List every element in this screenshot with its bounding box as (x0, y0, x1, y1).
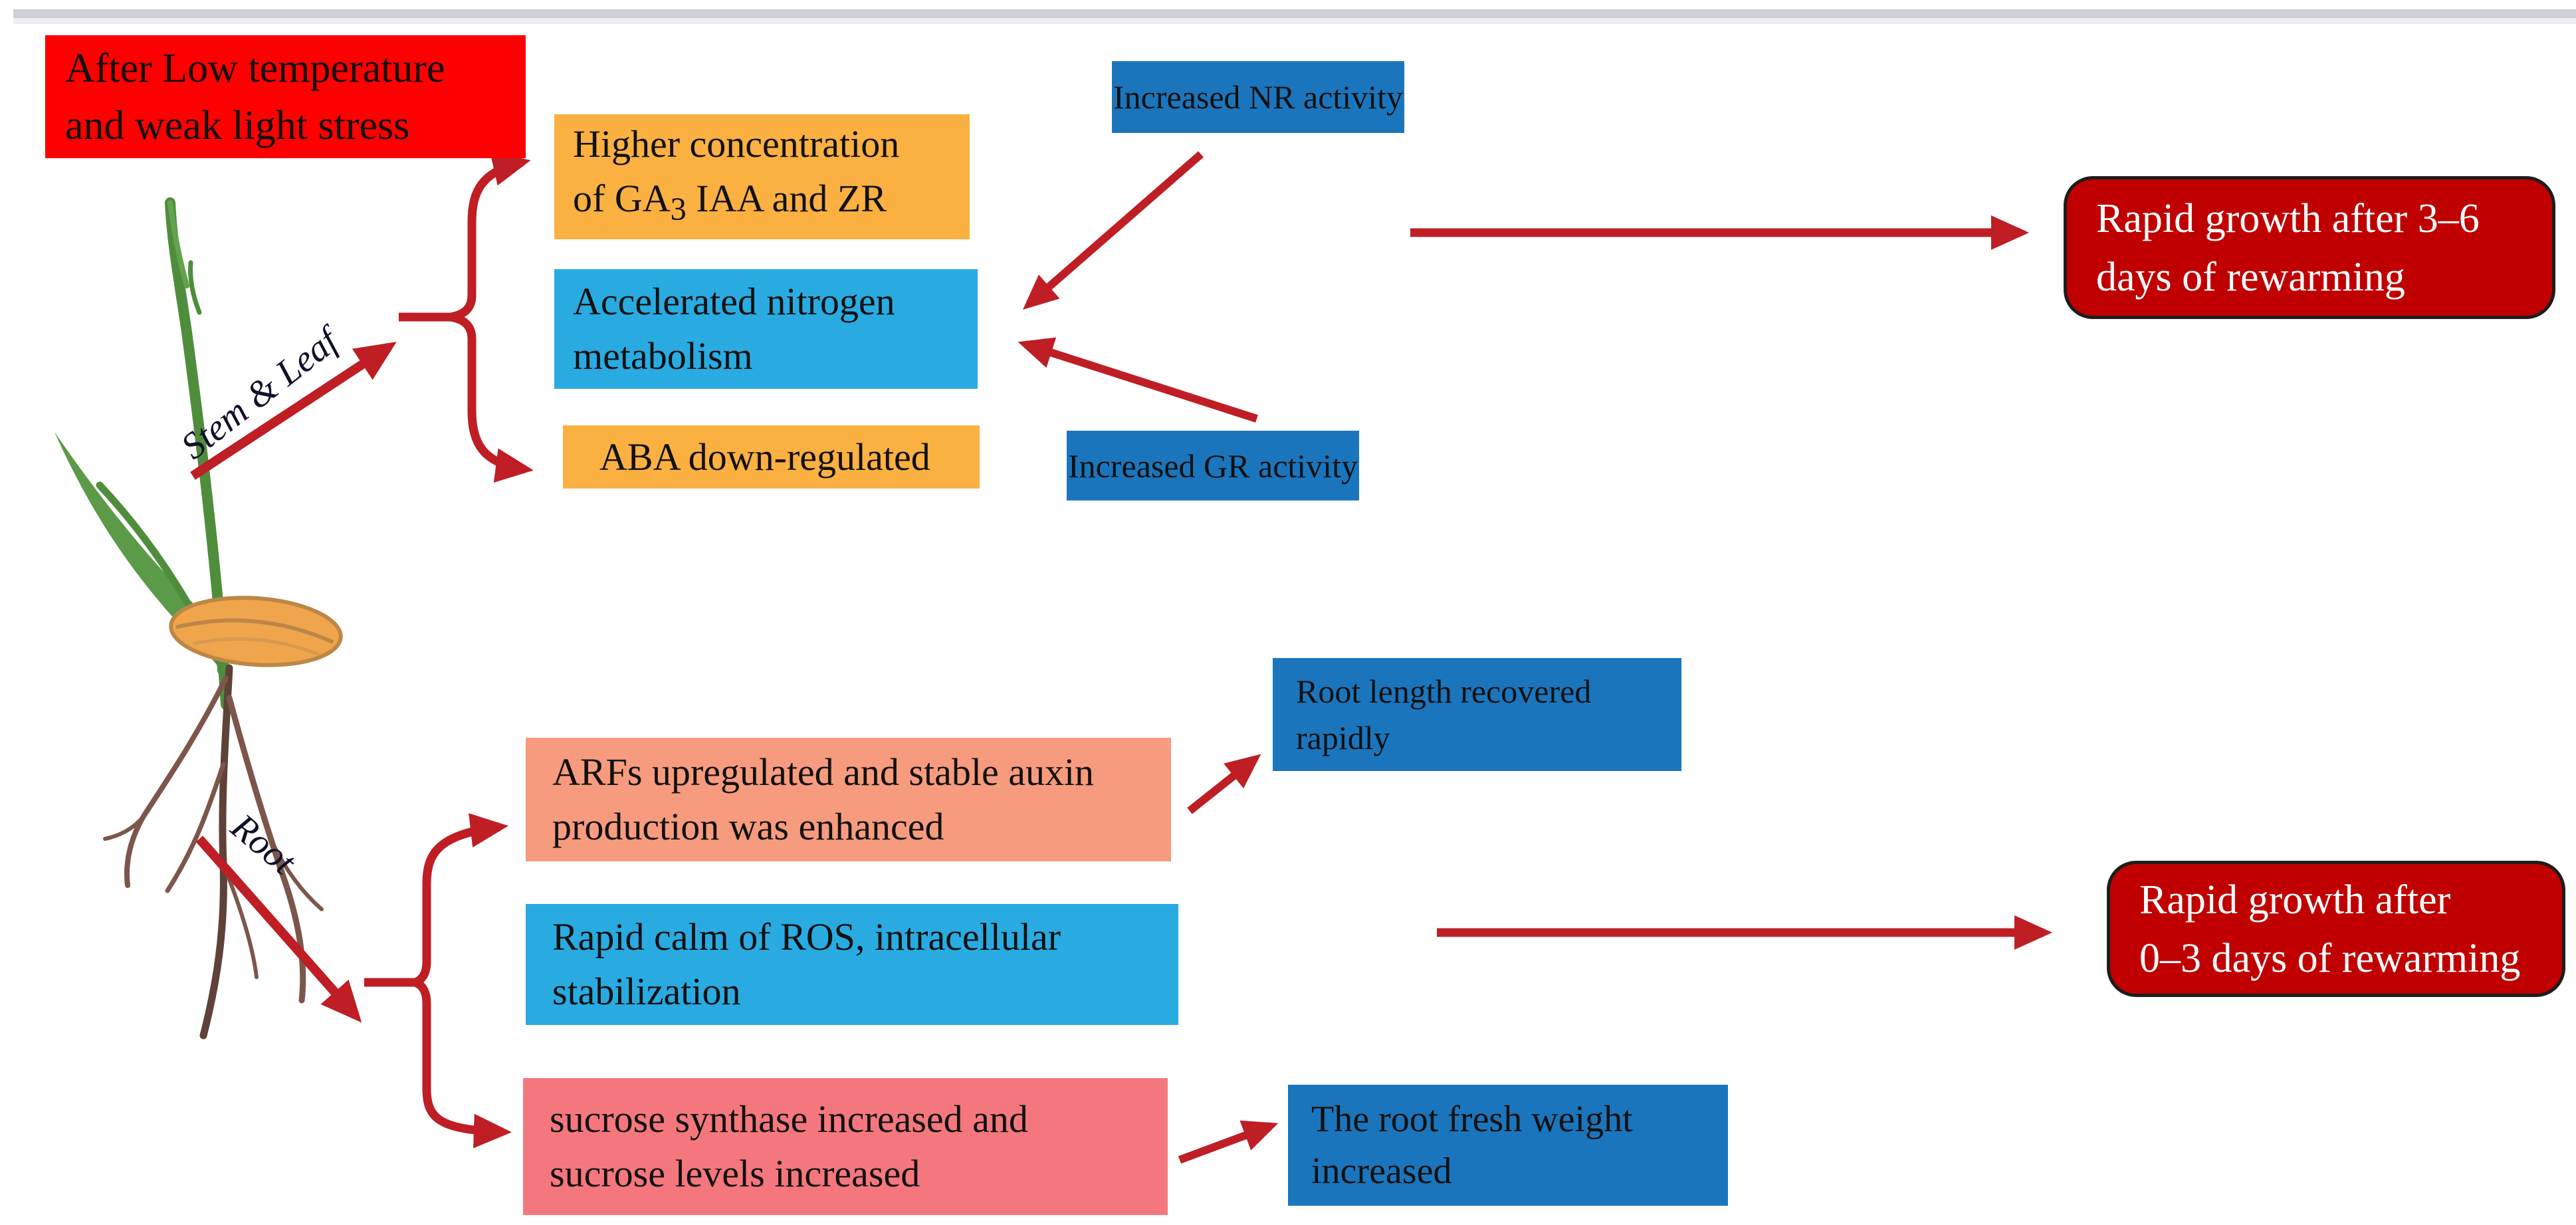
label-root: Root (223, 806, 304, 883)
node-root-length-line2: rapidly (1296, 719, 1390, 756)
node-nr-text: Increased NR activity (1113, 78, 1403, 116)
top-scrollbar-track (13, 18, 2576, 24)
node-stress-line1: After Low temperature (65, 45, 445, 91)
node-outcome-root-line2: 0–3 days of rewarming (2139, 935, 2521, 981)
node-sucrose-line1: sucrose synthase increased and (550, 1097, 1028, 1141)
node-arfs-line1: ARFs upregulated and stable auxin (552, 750, 1095, 794)
node-ros: Rapid calm of ROS, intracellular stabili… (526, 904, 1178, 1025)
node-gr-activity: Increased GR activity (1067, 431, 1359, 501)
ga3-subscript: 3 (670, 191, 687, 227)
plant-collar (217, 609, 253, 676)
node-sucrose-line2: sucrose levels increased (550, 1152, 920, 1195)
node-stress: After Low temperature and weak light str… (45, 35, 526, 158)
plant-leaf-small (188, 260, 202, 315)
node-outcome-stem-line2: days of rewarming (2096, 254, 2405, 300)
stem-leaf-brace (399, 152, 534, 483)
node-ros-line1: Rapid calm of ROS, intracellular (552, 915, 1061, 958)
sucrose-freshweight-arrow (1178, 1120, 1279, 1164)
node-nitrogen: Accelerated nitrogen metabolism (554, 269, 978, 389)
root-brace (364, 813, 512, 1149)
node-outcome-stem: Rapid growth after 3–6 days of rewarming (2064, 176, 2555, 319)
plant-leaf (96, 481, 225, 669)
plant-leaf-blade (54, 432, 233, 671)
node-fresh-weight: The root fresh weight increased (1288, 1085, 1728, 1206)
top-scrollbar[interactable] (13, 9, 2576, 18)
node-hormones: Higher concentration of GA3 IAA and ZR (554, 114, 970, 239)
node-outcome-root-line1: Rapid growth after (2139, 877, 2451, 923)
seedling-illustration (54, 197, 343, 1040)
node-arfs: ARFs upregulated and stable auxin produc… (526, 738, 1171, 861)
node-nitrogen-line1: Accelerated nitrogen (573, 280, 895, 323)
node-outcome-stem-line1: Rapid growth after 3–6 (2096, 195, 2480, 241)
node-gr-text: Increased GR activity (1068, 447, 1358, 485)
node-ros-line2: stabilization (552, 970, 741, 1013)
seed (169, 596, 343, 667)
node-aba: ABA down-regulated (563, 425, 980, 489)
node-stress-line2: and weak light stress (65, 102, 410, 148)
arfs-rootlength-arrow (1187, 754, 1261, 814)
node-arfs-line2: production was enhanced (552, 805, 944, 848)
nr-arrow (1022, 151, 1204, 310)
node-outcome-root: Rapid growth after 0–3 days of rewarming (2107, 861, 2565, 997)
node-nitrogen-line2: metabolism (573, 334, 753, 378)
label-stem-leaf: Stem & Leaf (173, 320, 346, 468)
node-fresh-weight-line1: The root fresh weight (1311, 1099, 1633, 1140)
gr-arrow (1018, 337, 1258, 423)
node-hormones-line1: Higher concentration (573, 122, 900, 166)
node-root-length: Root length recovered rapidly (1273, 658, 1681, 771)
node-aba-text: ABA down-regulated (599, 435, 930, 479)
node-root-length-line1: Root length recovered (1296, 673, 1592, 710)
node-fresh-weight-line2: increased (1311, 1151, 1452, 1192)
node-nr-activity: Increased NR activity (1112, 61, 1404, 133)
node-hormones-line2: of GA3 IAA and ZR (573, 176, 887, 227)
node-sucrose: sucrose synthase increased and sucrose l… (523, 1078, 1168, 1215)
plant-stem-tip (167, 200, 189, 288)
